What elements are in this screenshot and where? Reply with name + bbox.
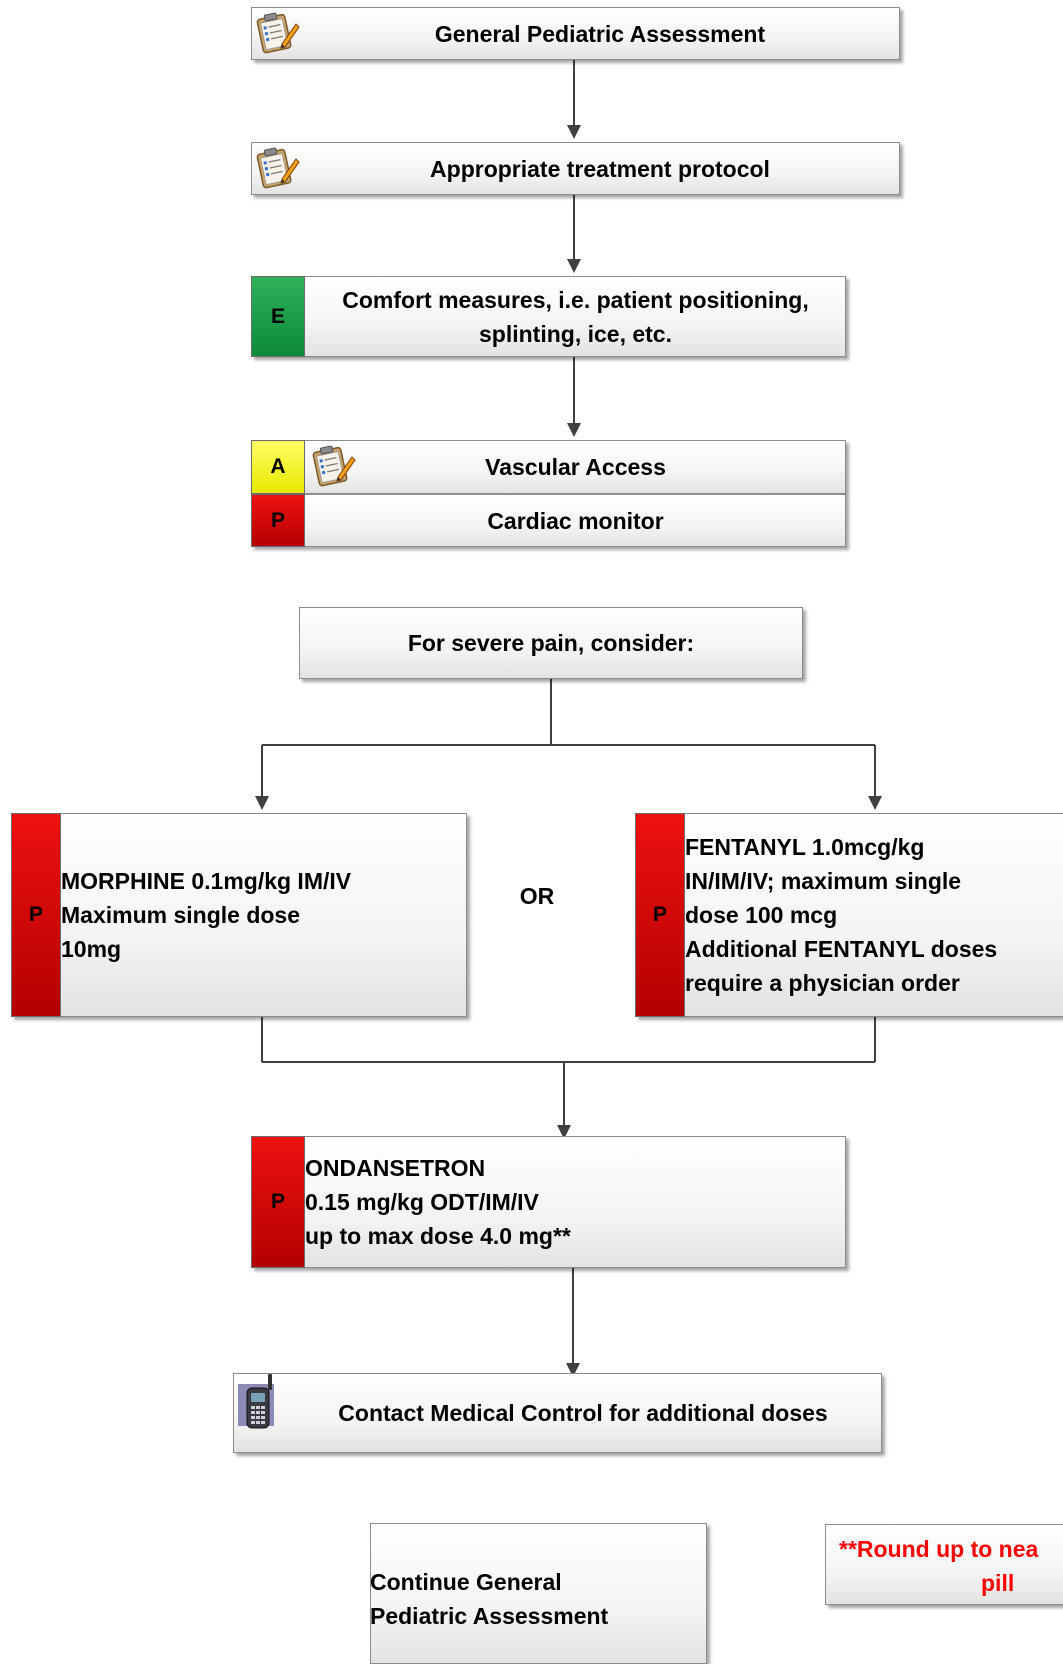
- clipboard-icon: [254, 10, 300, 56]
- general-assessment-label: General Pediatric Assessment: [434, 20, 766, 47]
- morphine-line-1: MORPHINE 0.1mg/kg IM/IV: [61, 868, 352, 894]
- comfort-measures-box: [251, 276, 846, 357]
- round-up-note-line-2: pill: [981, 1570, 1015, 1596]
- severe-pain-box: [299, 607, 803, 679]
- round-up-note-box: [825, 1524, 1063, 1605]
- morphine-line-2: Maximum single dose: [61, 902, 301, 928]
- fentanyl-line-5: require a physician order: [685, 970, 960, 996]
- cardiac-monitor-box: [251, 494, 846, 547]
- radio-icon: [236, 1374, 284, 1430]
- round-up-note-label: **Round up to nea pill: [825, 1536, 1063, 1596]
- continue-assessment-line-1: Continue General: [370, 1569, 562, 1595]
- medical-control-box: [233, 1373, 882, 1453]
- paramedic-badge: P: [635, 813, 685, 1017]
- fentanyl-line-1: FENTANYL 1.0mcg/kg: [685, 834, 925, 860]
- comfort-measures-line-2: splinting, ice, etc.: [479, 320, 672, 347]
- fentanyl-box: [635, 813, 1063, 1017]
- clipboard-icon: [254, 145, 300, 191]
- treatment-protocol-box: [251, 142, 900, 195]
- paramedic-badge: P: [251, 494, 305, 547]
- treatment-protocol-label: Appropriate treatment protocol: [430, 155, 770, 182]
- general-assessment-box: [251, 7, 900, 60]
- morphine-box: [11, 813, 467, 1017]
- paramedic-badge: P: [251, 1136, 305, 1268]
- ondansetron-line-1: ONDANSETRON: [305, 1155, 486, 1181]
- severe-pain-label: For severe pain, consider:: [407, 630, 695, 656]
- vascular-access-label: Vascular Access: [485, 454, 666, 480]
- fentanyl-label: FENTANYL 1.0mcg/kg IN/IM/IV; maximum sin…: [685, 815, 1063, 1015]
- fentanyl-line-3: dose 100 mcg: [685, 902, 838, 928]
- ondansetron-line-3: up to max dose 4.0 mg**: [305, 1223, 571, 1249]
- morphine-line-3: 10mg: [61, 936, 122, 962]
- round-up-note-line-1: **Round up to nea: [839, 1536, 1039, 1562]
- medical-control-label: Contact Medical Control for additional d…: [338, 1400, 828, 1426]
- morphine-label: MORPHINE 0.1mg/kg IM/IV Maximum single d…: [61, 815, 467, 1015]
- fentanyl-line-4: Additional FENTANYL doses: [685, 936, 998, 962]
- fentanyl-line-2: IN/IM/IV; maximum single: [685, 868, 962, 894]
- cardiac-monitor-label: Cardiac monitor: [487, 507, 664, 534]
- or-label: OR: [519, 883, 555, 909]
- continue-assessment-label: Continue General Pediatric Assessment: [370, 1559, 707, 1639]
- continue-assessment-line-2: Pediatric Assessment: [370, 1603, 609, 1629]
- comfort-measures-line-1: Comfort measures, i.e. patient positioni…: [342, 286, 809, 313]
- continue-assessment-box: [370, 1523, 707, 1664]
- advanced-badge: A: [251, 440, 305, 494]
- clipboard-icon: [310, 443, 356, 489]
- ondansetron-label: ONDANSETRON 0.15 mg/kg ODT/IM/IV up to m…: [305, 1138, 846, 1266]
- ondansetron-line-2: 0.15 mg/kg ODT/IM/IV: [305, 1189, 539, 1215]
- emt-badge: E: [251, 276, 305, 357]
- paramedic-badge: P: [11, 813, 61, 1017]
- comfort-measures-label: Comfort measures, i.e. patient positioni…: [305, 276, 846, 357]
